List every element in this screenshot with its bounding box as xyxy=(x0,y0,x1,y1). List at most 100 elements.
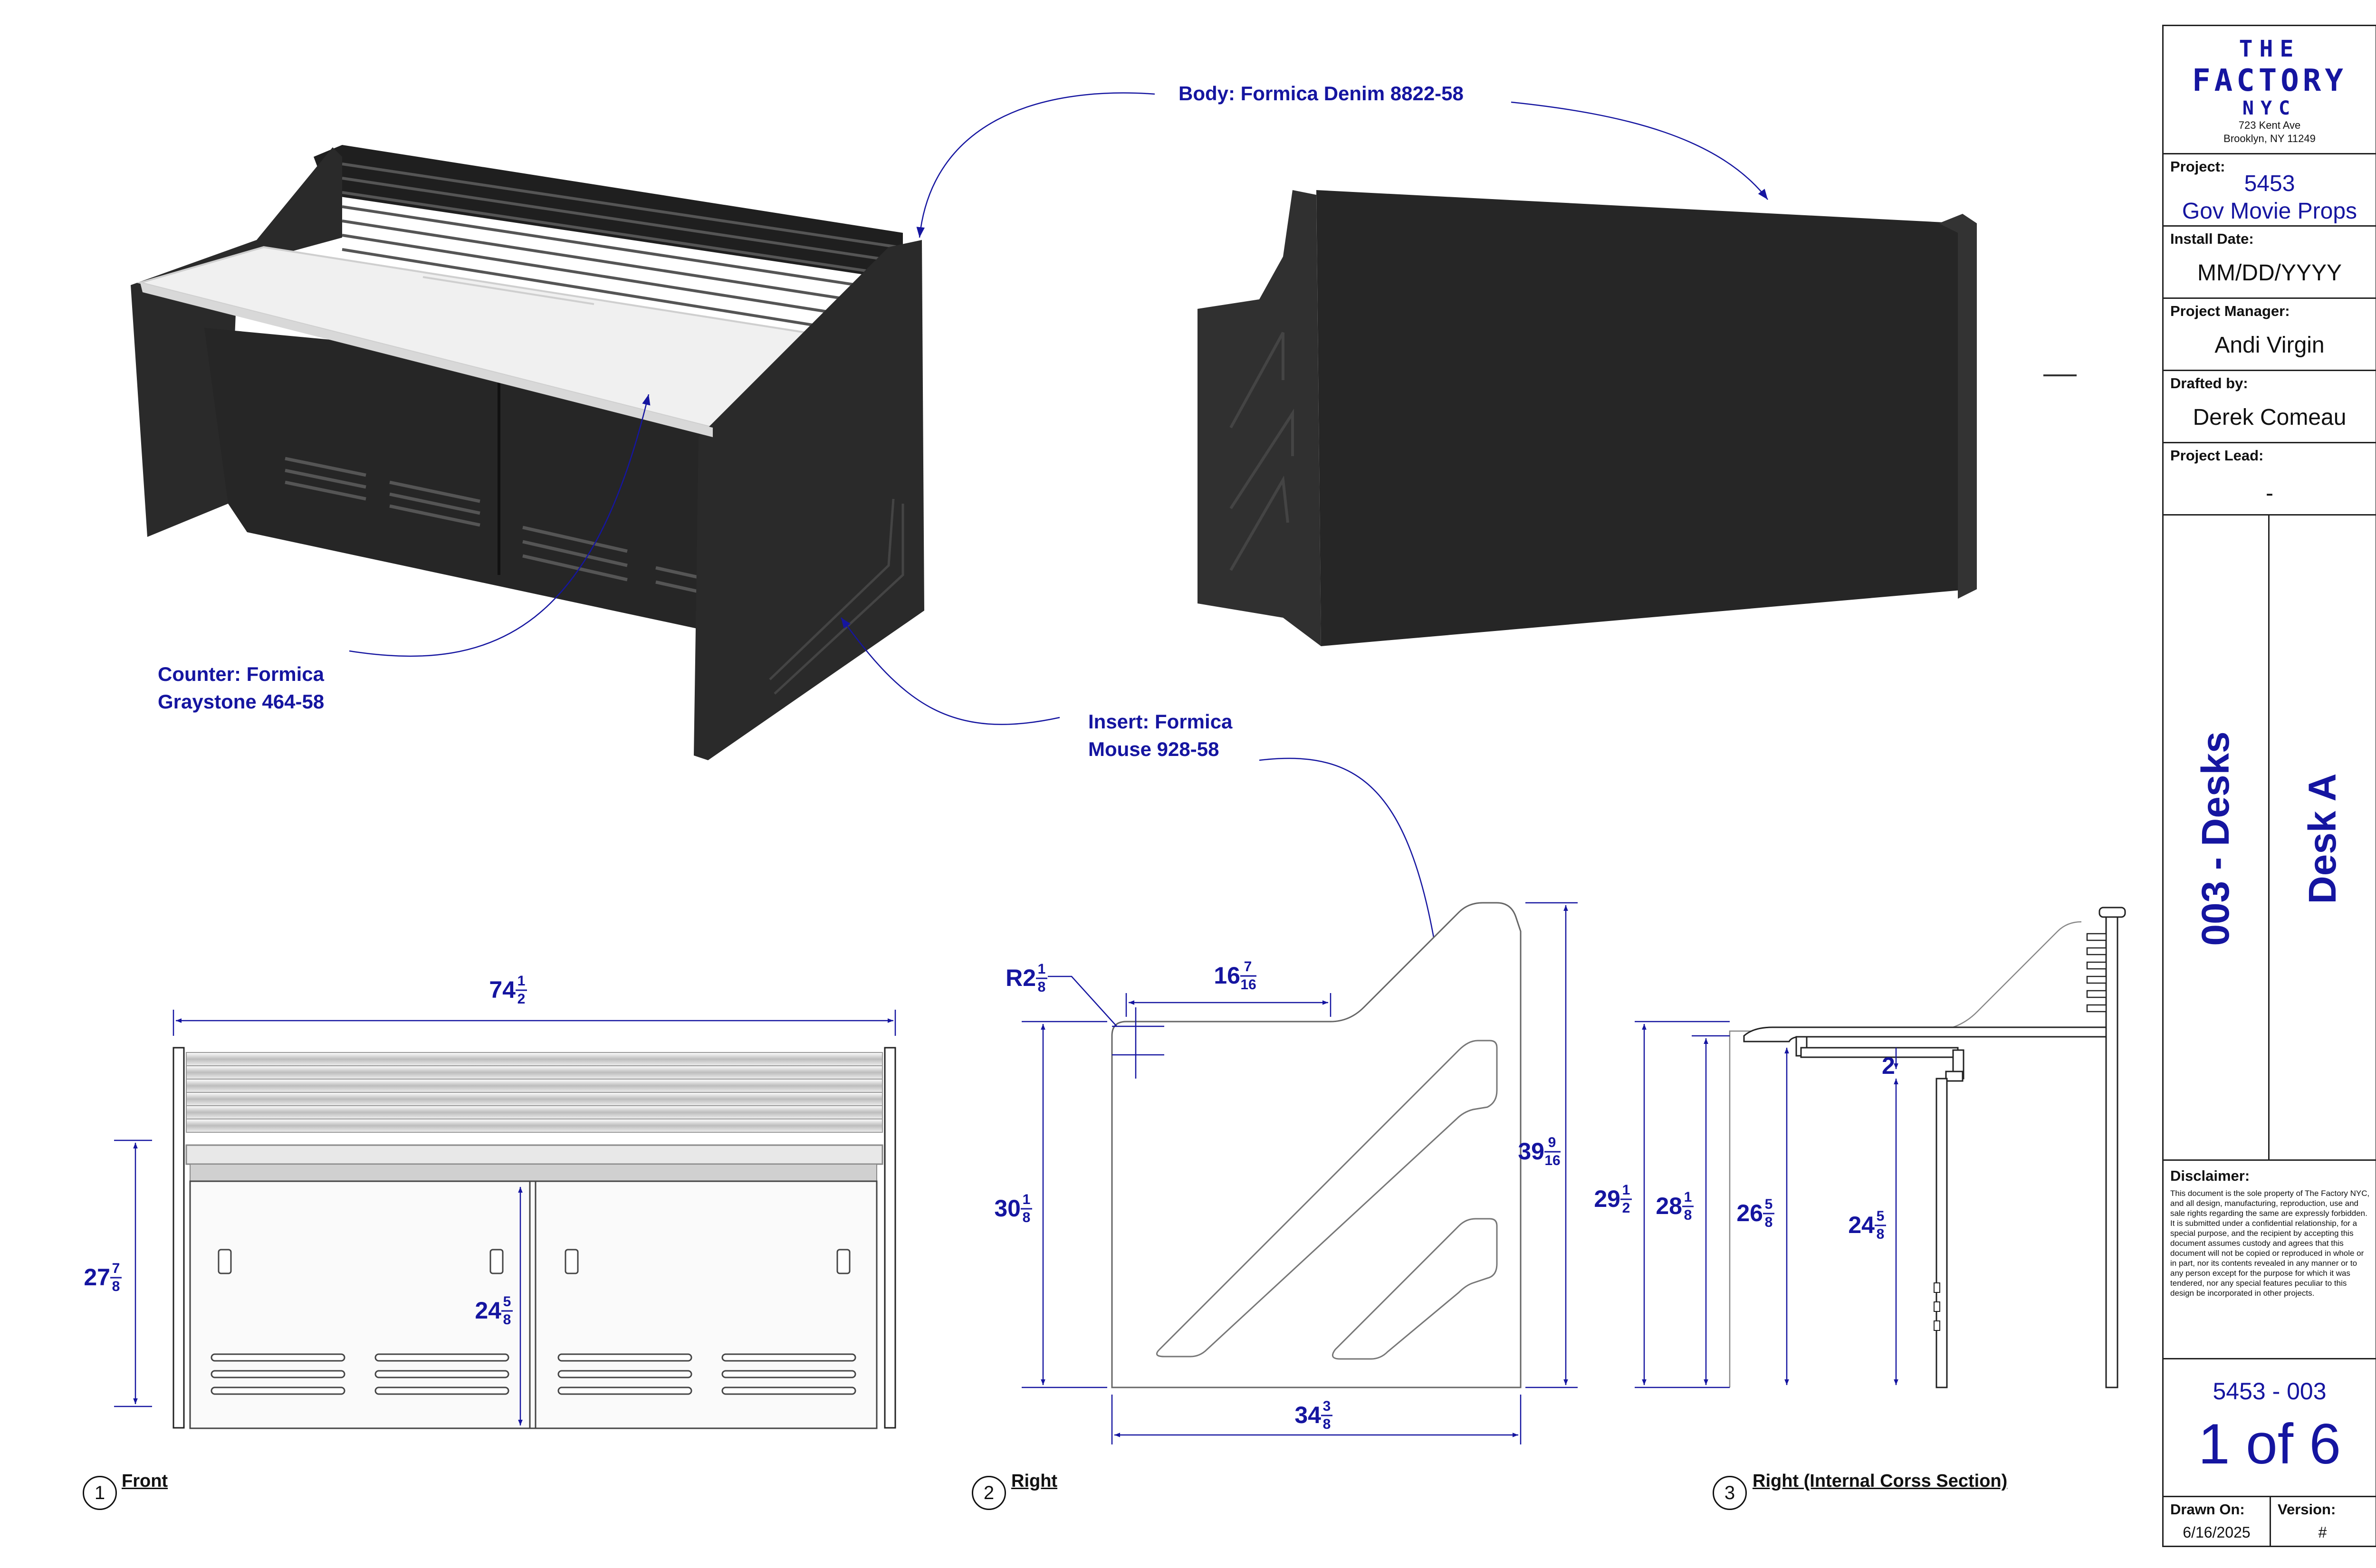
item-label: Desk A xyxy=(2301,773,2344,904)
svg-text:5: 5 xyxy=(1765,1196,1773,1212)
version-caption: Version: xyxy=(2278,1501,2336,1518)
desk-left-side xyxy=(131,147,342,537)
svg-text:R2: R2 xyxy=(1006,965,1036,991)
view-label-right: Right xyxy=(1011,1471,1058,1491)
title-block-sheet: 5453 - 003 1 of 6 xyxy=(2164,1359,2376,1497)
dim-section-knee: 24 5 8 xyxy=(1848,1208,1886,1242)
dim-right-total-height: 39 9 16 xyxy=(1518,1135,1561,1168)
title-block-manager: Project Manager: Andi Virgin xyxy=(2164,299,2376,371)
logo-the: THE xyxy=(2239,36,2300,62)
svg-text:34: 34 xyxy=(1294,1402,1321,1428)
desk-right-side xyxy=(694,240,924,760)
desk-back-edge xyxy=(1939,214,1977,599)
front-slats xyxy=(186,1052,883,1133)
svg-text:8: 8 xyxy=(1323,1416,1331,1432)
dim-section-total: 29 1 2 xyxy=(1594,1182,1632,1216)
svg-text:1: 1 xyxy=(1023,1192,1031,1207)
drafted-by: Derek Comeau xyxy=(2193,405,2347,430)
desk-vents xyxy=(285,457,699,593)
right-side-panel-outline xyxy=(1111,902,1522,1388)
title-block-disclaimer: Disclaimer: This document is the sole pr… xyxy=(2164,1161,2376,1359)
callout-insert-line1: Insert: Formica xyxy=(1088,710,1233,733)
install-caption: Install Date: xyxy=(2170,230,2254,247)
svg-text:30: 30 xyxy=(994,1195,1021,1222)
dimension-labels: 74 1 2 27 7 8 24 5 8 R2 1 8 16 7 16 xyxy=(84,959,1895,1432)
svg-text:1: 1 xyxy=(1038,961,1046,977)
desk-counter-edge xyxy=(140,283,713,437)
project-caption: Project: xyxy=(2170,158,2225,175)
svg-text:39: 39 xyxy=(1518,1138,1544,1165)
title-block-install: Install Date: MM/DD/YYYY xyxy=(2164,227,2376,299)
svg-text:9: 9 xyxy=(1548,1135,1556,1150)
view-number-1: 1 xyxy=(83,1476,117,1510)
dim-section-gap: 2 xyxy=(1882,1052,1895,1079)
desk-back-side xyxy=(1198,190,1321,646)
callout-body: Body: Formica Denim 8822-58 xyxy=(1178,82,1464,105)
svg-text:16: 16 xyxy=(1240,977,1256,993)
svg-text:27: 27 xyxy=(84,1264,110,1291)
callout-insert-line2: Mouse 928-58 xyxy=(1088,738,1219,760)
category-label: 003 - Desks xyxy=(2194,731,2237,946)
dim-front-knee: 24 5 8 xyxy=(475,1294,513,1328)
svg-text:24: 24 xyxy=(1848,1212,1875,1238)
view-label-section: Right (Internal Corss Section) xyxy=(1753,1471,2008,1491)
address-line1: 723 Kent Ave xyxy=(2238,119,2301,131)
desk-perspective-front xyxy=(131,145,924,760)
desk-back-panel xyxy=(1316,190,1972,646)
svg-text:1: 1 xyxy=(1684,1189,1692,1205)
project-lead: - xyxy=(2266,481,2273,506)
svg-text:8: 8 xyxy=(112,1279,120,1294)
install-date: MM/DD/YYYY xyxy=(2197,260,2342,286)
manager-caption: Project Manager: xyxy=(2170,303,2290,319)
sheet-count: 1 of 6 xyxy=(2198,1412,2341,1476)
section-outline xyxy=(1729,921,2082,1387)
title-block-logo: THE FACTORY NYC 723 Kent Ave Brooklyn, N… xyxy=(2164,26,2376,154)
svg-text:1: 1 xyxy=(517,973,526,989)
svg-text:24: 24 xyxy=(475,1297,501,1324)
svg-text:8: 8 xyxy=(1684,1207,1692,1223)
svg-text:3: 3 xyxy=(1323,1398,1331,1414)
drafted-caption: Drafted by: xyxy=(2170,375,2248,392)
dim-section-counter: 28 1 8 xyxy=(1656,1189,1694,1223)
svg-text:26: 26 xyxy=(1736,1200,1763,1226)
svg-text:2: 2 xyxy=(1622,1200,1630,1216)
right-insert-cutout-lower xyxy=(1332,1218,1498,1360)
project-manager: Andi Virgin xyxy=(2214,333,2325,358)
dim-right-radius: R2 1 8 xyxy=(1006,961,1047,995)
view-number-2: 2 xyxy=(972,1476,1006,1510)
title-block-drafted: Drafted by: Derek Comeau xyxy=(2164,371,2376,443)
dim-right-side-height: 30 1 8 xyxy=(994,1192,1032,1225)
svg-text:16: 16 xyxy=(1214,962,1240,989)
svg-text:74: 74 xyxy=(489,976,516,1003)
front-elevation xyxy=(114,1010,896,1429)
svg-text:2: 2 xyxy=(517,991,526,1007)
disclaimer-text: This document is the sole property of Th… xyxy=(2170,1189,2370,1298)
title-block-project: Project: 5453 Gov Movie Props xyxy=(2164,154,2376,227)
desk-hutch-back xyxy=(314,145,903,280)
version: # xyxy=(2318,1524,2327,1541)
address-line2: Brooklyn, NY 11249 xyxy=(2223,133,2316,144)
drawing-number: 5453 - 003 xyxy=(2213,1378,2327,1405)
dim-section-under: 26 5 8 xyxy=(1736,1196,1774,1230)
svg-text:1: 1 xyxy=(1622,1182,1630,1198)
svg-text:8: 8 xyxy=(1023,1210,1031,1225)
right-insert-cutout-upper xyxy=(1156,1040,1498,1358)
disclaimer-caption: Disclaimer: xyxy=(2170,1167,2250,1184)
project-name: Gov Movie Props xyxy=(2182,199,2357,224)
drawn-caption: Drawn On: xyxy=(2170,1501,2245,1518)
drawn-on: 6/16/2025 xyxy=(2183,1524,2251,1541)
section-elevation xyxy=(1635,907,2126,1388)
logo-nyc: NYC xyxy=(2242,97,2297,119)
dim-front-height: 27 7 8 xyxy=(84,1261,122,1294)
svg-text:7: 7 xyxy=(112,1261,120,1276)
dim-right-depth: 34 3 8 xyxy=(1294,1398,1332,1432)
title-block-lead: Project Lead: - xyxy=(2164,443,2376,516)
logo-factory: FACTORY xyxy=(2192,63,2347,98)
dim-right-top-flat: 16 7 16 xyxy=(1214,959,1256,993)
svg-text:7: 7 xyxy=(1244,959,1252,975)
view-label-front: Front xyxy=(122,1471,168,1491)
title-block-names: 003 - Desks Desk A xyxy=(2164,516,2376,1161)
desk-perspective-back xyxy=(1198,190,2077,646)
